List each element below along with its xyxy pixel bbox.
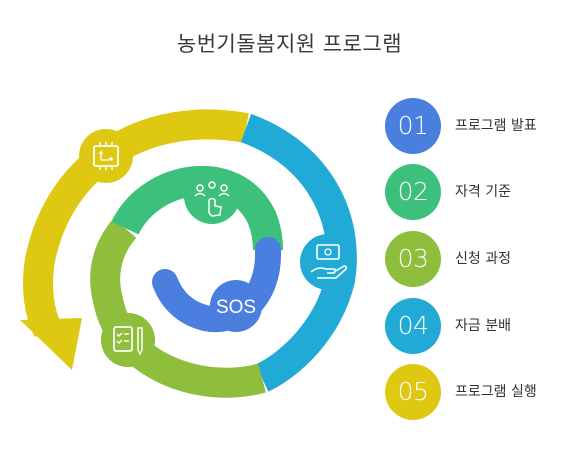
step-label: 프로그램 실행 (455, 384, 537, 400)
step-label: 자금 분배 (455, 318, 511, 334)
step-number-badge: 05 (385, 364, 441, 420)
circuit-board-icon (79, 129, 133, 183)
sos-label: SOS (216, 297, 256, 318)
step-number-badge: 04 (385, 298, 441, 354)
outer-yellow-arc (23, 109, 249, 338)
page-title: 농번기돌봄지원 프로그램 (176, 32, 403, 56)
arrowhead (20, 318, 82, 370)
inner-blue-hook (152, 237, 282, 333)
checklist-pen-icon (101, 313, 155, 367)
sos-circle (210, 280, 262, 332)
step-label: 자격 기준 (455, 184, 511, 200)
step-label: 신청 과정 (455, 251, 511, 267)
step-number-badge: 03 (385, 231, 441, 287)
inner-green-arc (111, 165, 283, 251)
hand-with-money-icon (300, 234, 356, 290)
step-label: 프로그램 발표 (455, 118, 537, 134)
hand-selecting-people-icon (184, 168, 240, 224)
step-number-badge: 01 (385, 98, 441, 154)
step-number-badge: 02 (385, 164, 441, 220)
